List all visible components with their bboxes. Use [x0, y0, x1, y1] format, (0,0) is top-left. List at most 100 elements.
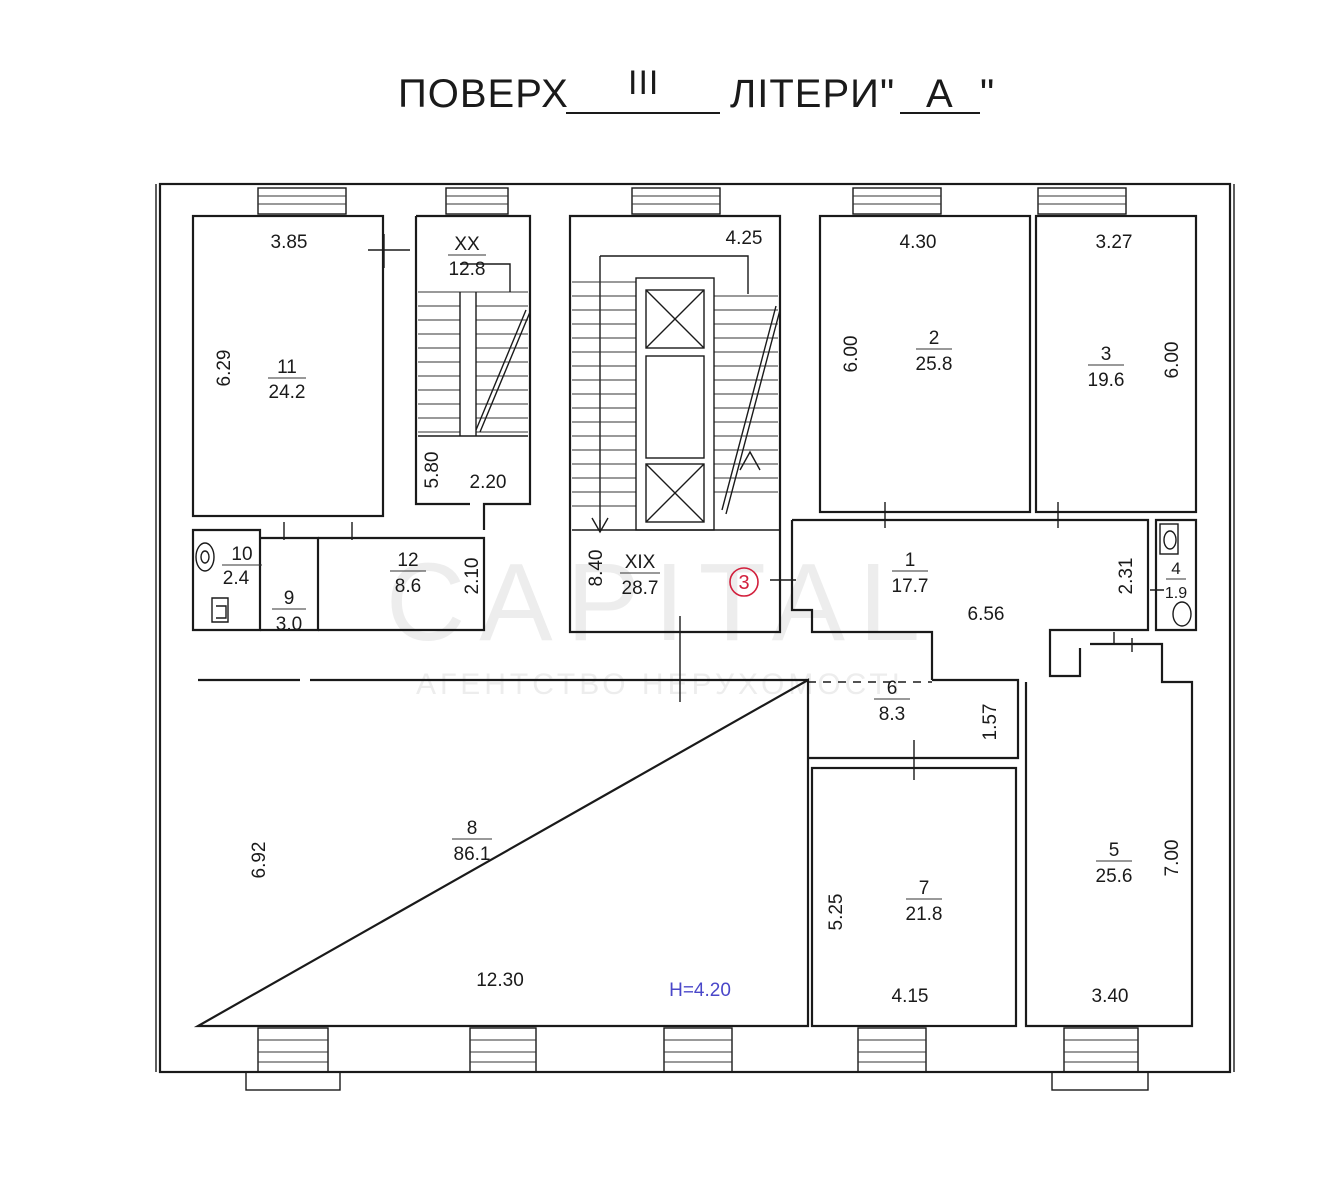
stair-xx-rail: [418, 263, 528, 437]
dimension-label: 6.56: [968, 604, 1005, 625]
room-4-number: 4: [1171, 559, 1180, 578]
dimension-label: 6.92: [249, 842, 270, 879]
room-1-area: 17.7: [892, 576, 929, 597]
letter-open-quote: ": [880, 72, 896, 116]
room-4-wall: [1154, 518, 1198, 632]
room-7-label: 7 21.8: [906, 878, 943, 925]
dimension-label: 6.00: [841, 336, 862, 373]
room-labels: 11 24.2 XX 12.8 XIX 28.7 2 25.8 3: [222, 234, 1187, 925]
letter-value: А: [926, 72, 954, 116]
watermark-brand: CAPITAL: [386, 541, 934, 664]
dimension-label: 2.10: [462, 558, 483, 595]
window: [1037, 187, 1127, 215]
room-5-number: 5: [1109, 840, 1120, 861]
room-11-label: 11 24.2: [268, 357, 306, 403]
room-8-label: 8 86.1: [452, 818, 492, 865]
room-xix-number: XIX: [625, 552, 656, 573]
lift-car-upper: [645, 289, 705, 349]
dimension-label: 12.30: [476, 970, 524, 991]
toilet-icon: [1159, 523, 1179, 555]
lift-middle: [645, 355, 705, 459]
stair-xix-rail: [572, 255, 780, 531]
room-5-label: 5 25.6: [1096, 840, 1133, 887]
fixtures: [195, 523, 1192, 627]
room-4-label: 4 1.9: [1165, 559, 1187, 602]
lift-shaft: [635, 277, 715, 531]
window: [852, 187, 942, 215]
letter-word: ЛІТЕРИ: [730, 72, 880, 116]
room-8-wall: [193, 678, 810, 1028]
lift-car-lower: [645, 463, 705, 523]
window: [245, 1027, 341, 1091]
door-mark: [368, 234, 410, 268]
room-xx-number: XX: [454, 234, 480, 255]
room-3-label: 3 19.6: [1088, 344, 1125, 391]
letter-close-quote: ": [980, 72, 996, 116]
window: [445, 187, 509, 215]
dimension-label: 8.40: [586, 550, 607, 587]
dimension-label: 3.85: [271, 232, 308, 253]
watermark-tagline: АГЕНТСТВО НЕРУХОМОСТІ: [416, 668, 904, 701]
stair-xix-arrow: [721, 305, 781, 515]
sink-icon: [1172, 601, 1192, 627]
room-9-wall: [260, 536, 320, 632]
room-6-number: 6: [887, 678, 898, 699]
dimension-label: 6.29: [214, 350, 235, 387]
room-5-wall: [1024, 642, 1194, 1028]
room-8-area: 86.1: [454, 844, 491, 865]
windows-bottom: [245, 1027, 1149, 1091]
stair-xix-wall: [568, 214, 782, 634]
floor-plan-heading: ПОВЕРХ III ЛІТЕРИ " А ": [0, 62, 1321, 132]
room-xx-area: 12.8: [449, 259, 486, 280]
room-12-area: 8.6: [395, 576, 421, 597]
stair-xix-down-arrow: [591, 517, 609, 534]
dimension-label: 6.00: [1162, 342, 1183, 379]
room-xix-area: 28.7: [622, 578, 659, 599]
entrance-marker-circle: [729, 567, 759, 597]
room-xx-label: XX 12.8: [448, 234, 486, 280]
room-2-number: 2: [929, 328, 940, 349]
stair-xix: [572, 255, 781, 702]
room-9-area: 3.0: [276, 614, 302, 635]
room-11-area: 24.2: [269, 382, 306, 403]
stair-xx-arrow: [475, 309, 531, 433]
dimension-label: 2.20: [470, 472, 507, 493]
dimension-label: 2.31: [1116, 558, 1137, 595]
entrance-marker-number: 3: [738, 572, 749, 594]
stair-xx-wall: [414, 214, 532, 530]
room-3-wall: [1034, 214, 1198, 514]
room-1-wall: [790, 518, 1150, 680]
room-1-number: 1: [905, 550, 916, 571]
room-10-area: 2.4: [223, 568, 250, 589]
toilet-icon: [195, 542, 215, 572]
room-6-area: 8.3: [879, 704, 905, 725]
room-9-label: 9 3.0: [272, 588, 306, 635]
floor-underline: [566, 112, 720, 114]
room-2-label: 2 25.8: [916, 328, 953, 375]
room-walls: [191, 214, 1198, 1028]
outer-wall-shadow: [155, 184, 1235, 1072]
entrance-marker: 3: [729, 567, 759, 597]
dimension-label: 3.27: [1096, 232, 1133, 253]
room-2-area: 25.8: [916, 354, 953, 375]
room-12-label: 12 8.6: [390, 550, 426, 597]
room-xix-label: XIX 28.7: [620, 552, 660, 599]
window: [1051, 1027, 1149, 1091]
room-2-wall: [818, 214, 1032, 514]
dimension-label: 3.40: [1092, 986, 1129, 1007]
room-9-number: 9: [284, 588, 295, 609]
floor-word: ПОВЕРХ: [398, 72, 569, 116]
dimension-label: 4.25: [726, 228, 763, 249]
stair-xix-treads: [572, 281, 778, 507]
windows-top: [257, 187, 1127, 215]
dimension-label: 1.57: [980, 704, 1001, 741]
room-10-label: 10 2.4: [222, 544, 262, 589]
room-11-wall: [191, 214, 385, 518]
ceiling-height-label: H=4.20: [669, 980, 731, 1001]
room-10-number: 10: [231, 544, 252, 565]
window: [857, 1027, 927, 1073]
room-1-label: 1 17.7: [892, 550, 929, 597]
room-3-area: 19.6: [1088, 370, 1125, 391]
